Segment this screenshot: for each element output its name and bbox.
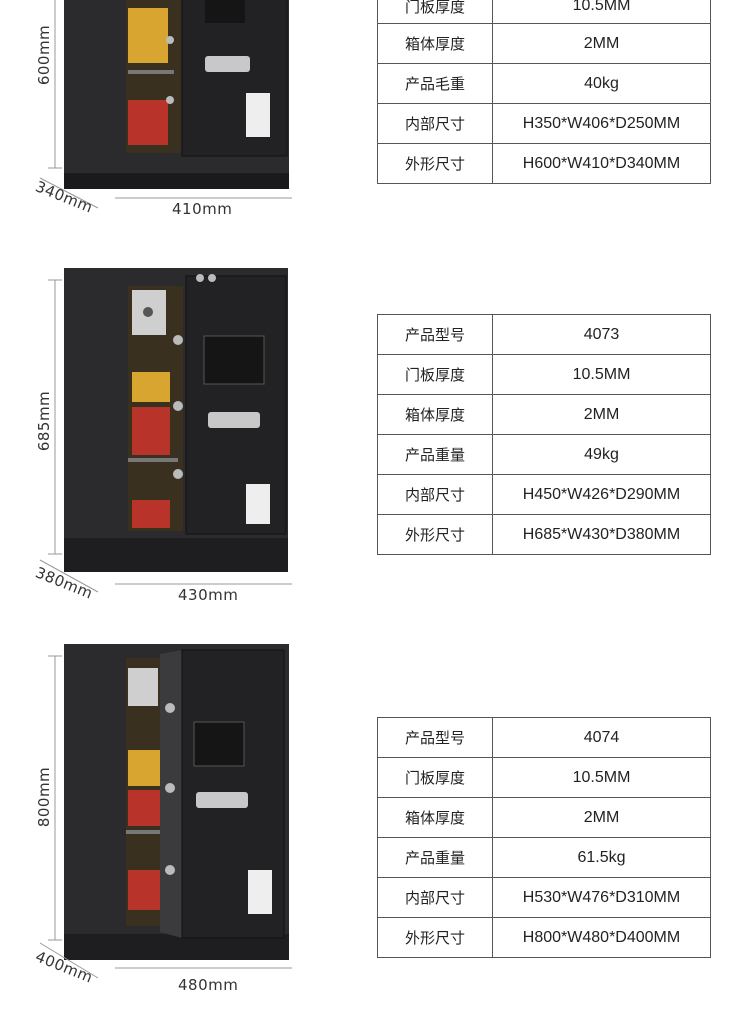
spec-label: 产品型号 [377,314,493,355]
spec-value: H600*W410*D340MM [492,143,711,184]
table-row: 产品毛重 40kg [377,63,711,104]
spec-value: 10.5MM [492,757,711,798]
table-row: 外形尺寸 H800*W480*D400MM [377,917,711,958]
product-section-2: 685mm 430mm 380mm 产品型号 4073 门板厚度 10.5MM … [0,262,750,612]
spec-table-1: 门板厚度 10.5MM 箱体厚度 2MM 产品毛重 40kg 内部尺寸 H350… [377,0,711,184]
spec-value: 10.5MM [492,354,711,395]
spec-label: 箱体厚度 [377,23,493,64]
spec-label: 产品型号 [377,717,493,758]
table-row: 内部尺寸 H450*W426*D290MM [377,474,711,515]
spec-value: H350*W406*D250MM [492,103,711,144]
safe-illustration-2: 685mm 430mm 380mm [0,262,320,612]
safe-image [39,0,292,209]
spec-table-3: 产品型号 4074 门板厚度 10.5MM 箱体厚度 2MM 产品重量 61.5… [377,717,711,958]
spec-value: 2MM [492,23,711,64]
safe-illustration-1: 600mm 410mm 340mm [0,0,320,228]
safe-illustration-3: 800mm 480mm 400mm [0,638,320,1028]
spec-label: 箱体厚度 [377,394,493,435]
spec-label: 外形尺寸 [377,514,493,555]
table-row: 外形尺寸 H685*W430*D380MM [377,514,711,555]
table-row: 产品型号 4074 [377,717,711,758]
spec-value: 2MM [492,797,711,838]
spec-label: 外形尺寸 [377,143,493,184]
spec-table-2: 产品型号 4073 门板厚度 10.5MM 箱体厚度 2MM 产品重量 49kg… [377,314,711,555]
spec-value: 4074 [492,717,711,758]
height-dimension: 800mm [35,766,54,828]
product-section-3: 800mm 480mm 400mm 产品型号 4074 门板厚度 10.5MM … [0,638,750,1028]
table-row: 门板厚度 10.5MM [377,0,711,24]
width-dimension: 430mm [178,586,239,604]
spec-label: 内部尺寸 [377,474,493,515]
table-row: 箱体厚度 2MM [377,797,711,838]
width-dimension: 410mm [172,200,233,218]
table-row: 内部尺寸 H530*W476*D310MM [377,877,711,918]
safe-image [39,268,292,593]
table-row: 产品重量 61.5kg [377,837,711,878]
spec-value: 2MM [492,394,711,435]
spec-value: 10.5MM [492,0,711,24]
spec-label: 内部尺寸 [377,103,493,144]
spec-label: 外形尺寸 [377,917,493,958]
table-row: 产品型号 4073 [377,314,711,355]
spec-label: 箱体厚度 [377,797,493,838]
spec-label: 产品重量 [377,434,493,475]
spec-value: 61.5kg [492,837,711,878]
spec-label: 门板厚度 [377,757,493,798]
spec-value: H530*W476*D310MM [492,877,711,918]
table-row: 门板厚度 10.5MM [377,354,711,395]
table-row: 门板厚度 10.5MM [377,757,711,798]
table-row: 箱体厚度 2MM [377,23,711,64]
spec-label: 产品重量 [377,837,493,878]
spec-label: 内部尺寸 [377,877,493,918]
spec-value: 4073 [492,314,711,355]
table-row: 箱体厚度 2MM [377,394,711,435]
spec-value: H800*W480*D400MM [492,917,711,958]
height-dimension: 685mm [35,390,54,452]
table-row: 外形尺寸 H600*W410*D340MM [377,143,711,184]
height-dimension: 600mm [35,24,54,86]
table-row: 内部尺寸 H350*W406*D250MM [377,103,711,144]
spec-value: H685*W430*D380MM [492,514,711,555]
spec-label: 门板厚度 [377,354,493,395]
width-dimension: 480mm [178,976,239,994]
table-row: 产品重量 49kg [377,434,711,475]
spec-label: 产品毛重 [377,63,493,104]
safe-image [39,644,292,979]
spec-value: 40kg [492,63,711,104]
product-section-1: 600mm 410mm 340mm 门板厚度 10.5MM 箱体厚度 2MM 产… [0,0,750,228]
spec-value: 49kg [492,434,711,475]
spec-value: H450*W426*D290MM [492,474,711,515]
spec-label: 门板厚度 [377,0,493,24]
